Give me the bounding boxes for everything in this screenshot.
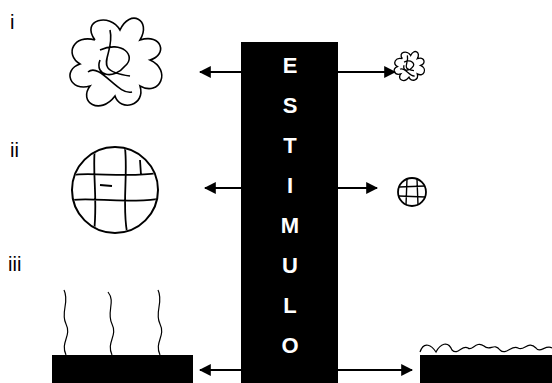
extended-brush [52,290,193,383]
collapsed-coil [394,52,424,81]
expanded-coil [70,18,162,106]
row-number: iii [8,254,21,274]
stimulus-label: ESTIMULO [279,53,301,373]
collapsed-brush [420,344,552,383]
swollen-gel [72,147,158,233]
stimulus-band: ESTIMULO [241,42,338,383]
shrunken-gel [398,178,426,206]
row-number: ii [10,140,19,160]
row-number: i [10,12,14,32]
